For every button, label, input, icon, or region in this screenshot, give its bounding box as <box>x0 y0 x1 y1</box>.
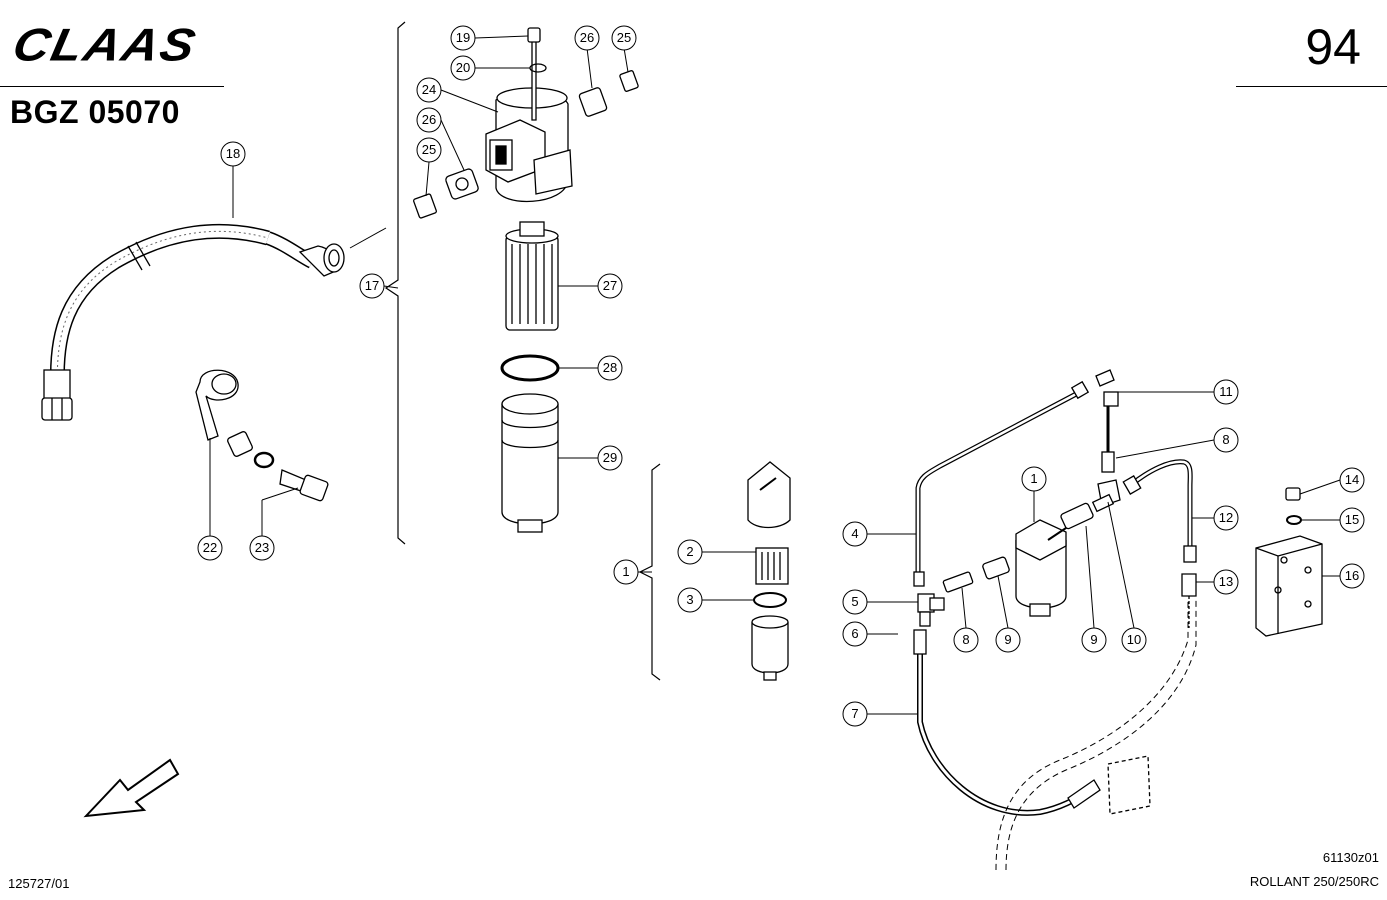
small-filter-1-drawing <box>747 461 791 529</box>
svg-text:7: 7 <box>851 706 858 721</box>
o-ring-28-drawing <box>500 354 560 382</box>
svg-text:14: 14 <box>1345 472 1359 487</box>
callout-17: 17 <box>359 273 399 299</box>
hose-18-drawing <box>41 223 387 421</box>
callout-4: 4 <box>842 521 916 547</box>
svg-text:4: 4 <box>851 526 858 541</box>
callout-9-left: 9 <box>995 575 1021 653</box>
pipe-12-drawing <box>1130 459 1193 550</box>
footer-model: ROLLANT 250/250RC <box>1249 874 1379 889</box>
small-bowl-drawing <box>751 615 789 681</box>
callout-23: 23 <box>249 487 299 561</box>
svg-text:18: 18 <box>226 146 240 161</box>
callout-28: 28 <box>558 355 623 381</box>
filter-element-27-drawing <box>505 221 559 331</box>
fittings-26-25-left <box>413 168 479 219</box>
callout-26-top: 26 <box>574 25 600 89</box>
clamp-bolt-drawing <box>195 369 329 502</box>
fittings-26-25-top <box>578 70 639 117</box>
svg-text:15: 15 <box>1345 512 1359 527</box>
fitting-13-drawing <box>1181 573 1197 597</box>
svg-text:6: 6 <box>851 626 858 641</box>
filter-head-24-drawing <box>485 27 573 203</box>
callout-25-left: 25 <box>416 137 442 197</box>
footer-left-code: 125727/01 <box>8 876 70 891</box>
svg-text:9: 9 <box>1090 632 1097 647</box>
svg-text:26: 26 <box>422 112 436 127</box>
svg-text:12: 12 <box>1219 510 1233 525</box>
bracket-17-brace <box>384 21 406 545</box>
header-rule-right <box>1236 86 1387 87</box>
direction-arrow-drawing <box>83 758 180 818</box>
svg-text:1: 1 <box>1030 471 1037 486</box>
svg-text:8: 8 <box>962 632 969 647</box>
svg-text:20: 20 <box>456 60 470 75</box>
svg-text:3: 3 <box>686 592 693 607</box>
callout-8-right: 8 <box>1115 427 1239 459</box>
callout-19: 19 <box>450 25 529 51</box>
callout-5: 5 <box>842 589 918 615</box>
callout-12: 12 <box>1192 505 1239 531</box>
callout-6: 6 <box>842 621 898 647</box>
page-number: 94 <box>1305 19 1361 75</box>
callout-18: 18 <box>220 141 246 218</box>
svg-text:25: 25 <box>422 142 436 157</box>
callout-16: 16 <box>1322 563 1365 589</box>
svg-text:16: 16 <box>1345 568 1359 583</box>
svg-text:24: 24 <box>422 82 436 97</box>
filter-bowl-29-drawing <box>501 393 559 533</box>
callout-26-left: 26 <box>416 107 465 171</box>
svg-text:25: 25 <box>617 30 631 45</box>
svg-text:1: 1 <box>622 564 629 579</box>
o-ring-3-drawing <box>753 592 787 608</box>
hose-7-drawing <box>917 640 1092 816</box>
callout-2: 2 <box>677 539 756 565</box>
callout-8-left: 8 <box>953 587 979 653</box>
svg-text:8: 8 <box>1222 432 1229 447</box>
callout-25-top: 25 <box>611 25 637 73</box>
svg-text:19: 19 <box>456 30 470 45</box>
callout-11: 11 <box>1116 379 1239 405</box>
header-rule-left <box>0 86 224 87</box>
callout-9-right: 9 <box>1081 525 1107 653</box>
footer-drawing-code: 61130z01 <box>1322 850 1379 865</box>
svg-text:28: 28 <box>603 360 617 375</box>
callout-1-left: 1 <box>613 559 652 585</box>
svg-text:27: 27 <box>603 278 617 293</box>
mount-plate-16-drawing <box>1255 535 1323 637</box>
small-element-2-drawing <box>755 547 789 585</box>
svg-text:26: 26 <box>580 30 594 45</box>
tee-5-drawing <box>917 593 945 627</box>
callout-13: 13 <box>1196 569 1239 595</box>
svg-text:5: 5 <box>851 594 858 609</box>
callout-15: 15 <box>1302 507 1365 533</box>
filter-1-right-drawing <box>1015 519 1067 617</box>
dashed-return-line <box>995 600 1189 871</box>
callout-10: 10 <box>1107 501 1147 653</box>
svg-text:13: 13 <box>1219 574 1233 589</box>
svg-text:9: 9 <box>1004 632 1011 647</box>
callout-14: 14 <box>1299 467 1365 495</box>
callout-7: 7 <box>842 701 918 727</box>
svg-text:11: 11 <box>1219 384 1233 399</box>
svg-text:17: 17 <box>365 278 379 293</box>
svg-text:29: 29 <box>603 450 617 465</box>
document-code: BGZ 05070 <box>10 94 180 130</box>
callout-1-right: 1 <box>1021 466 1047 522</box>
callout-3: 3 <box>677 587 754 613</box>
callout-27: 27 <box>558 273 623 299</box>
callout-20: 20 <box>450 55 530 81</box>
callout-22: 22 <box>197 438 223 561</box>
callout-29: 29 <box>558 445 623 471</box>
svg-text:23: 23 <box>255 540 269 555</box>
svg-text:10: 10 <box>1127 632 1141 647</box>
svg-text:22: 22 <box>203 540 217 555</box>
svg-text:2: 2 <box>686 544 693 559</box>
callout-24: 24 <box>416 77 499 113</box>
